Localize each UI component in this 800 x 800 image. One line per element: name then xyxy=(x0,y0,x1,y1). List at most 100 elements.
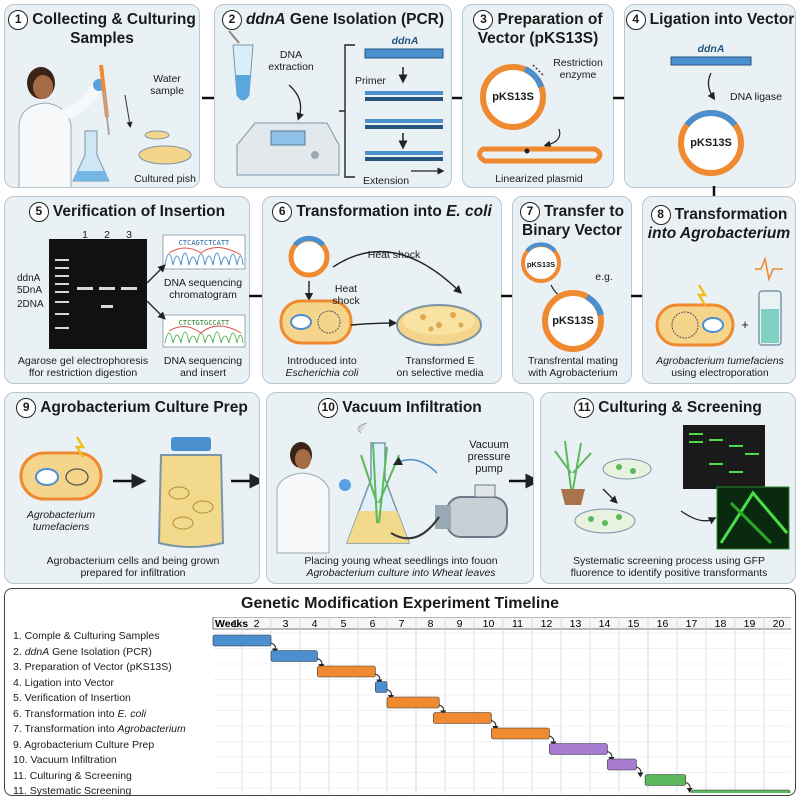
scientist-pipetting-illustration xyxy=(18,64,192,187)
label-intro-a: Introduced into xyxy=(287,355,357,367)
label-extraction: extraction xyxy=(268,61,314,73)
label-cap-b-9: prepared for infiltration xyxy=(80,567,186,579)
timeline-task-label: 5. Verification of Insertion xyxy=(13,692,131,704)
label-cap-b-10: Agrobacterium culture into Wheat leaves xyxy=(306,567,496,579)
label-pks13s: pKS13S xyxy=(492,91,534,103)
week-tick-label: 8 xyxy=(428,618,434,630)
band-ddna: ddnA xyxy=(17,273,41,284)
timeline-task-label: 7. Transformation into Agrobacterium xyxy=(13,723,186,735)
label-trans-a: Transformed E xyxy=(405,355,475,367)
label-chrom-b: chromatogram xyxy=(169,289,237,301)
label-eg: e.g. xyxy=(595,271,613,283)
gantt-arrowhead xyxy=(637,772,644,778)
week-tick-label: 11 xyxy=(512,618,523,630)
label-agro-a: Agrobacterium tumefaciens xyxy=(656,355,784,367)
gantt-bar xyxy=(317,665,376,678)
label-cap-a-11: Systematic screening process using GFP xyxy=(573,555,765,567)
timeline-task-label: 10. Vacuum Infiltration xyxy=(13,754,117,766)
timeline-task-label: 9. Agrobacterium Culture Prep xyxy=(13,738,155,751)
lane-2: 2 xyxy=(104,229,110,241)
lane-3: 3 xyxy=(126,229,132,241)
label-gel-a: Agarose gel electrophoresis xyxy=(17,355,149,367)
label-agro-b-9: tumefaciens xyxy=(32,521,90,533)
label-chrom-a: DNA sequencing xyxy=(163,277,243,289)
lane-1: 1 xyxy=(82,229,88,241)
gantt-bar xyxy=(375,681,388,693)
week-tick-label: 19 xyxy=(744,618,756,630)
label-ddna-gene: ddnA xyxy=(391,35,419,47)
label-shock: shock xyxy=(332,295,360,307)
label-binary-plasmid: pKS13S xyxy=(552,315,594,327)
label-gel-b: ffor restriction digestion xyxy=(28,367,138,379)
week-tick-label: 15 xyxy=(628,618,640,630)
gantt-bar xyxy=(270,650,318,662)
timeline-title: Genetic Modification Experiment Timeline xyxy=(241,595,559,612)
ligation-illustration xyxy=(670,56,752,176)
label-heat: Heat xyxy=(334,283,358,295)
week-tick-label: 20 xyxy=(773,618,785,630)
gel-and-chromatogram-illustration xyxy=(49,234,246,349)
week-tick-label: 5 xyxy=(341,618,347,630)
label-intro-b: Escherichia coli xyxy=(285,367,359,379)
week-tick-label: 13 xyxy=(570,618,582,630)
gantt-bar xyxy=(433,712,492,724)
label-dna: DNA xyxy=(279,49,303,61)
week-tick-label: 17 xyxy=(686,618,698,630)
label-cultured-dish: Cultured pish xyxy=(134,173,196,185)
pcr-illustration xyxy=(228,30,445,178)
label-vac-a: Vacuum xyxy=(469,439,509,451)
label-trans-b: on selective media xyxy=(396,367,484,379)
week-tick-label: 4 xyxy=(312,618,318,630)
week-tick-label: 2 xyxy=(254,618,260,630)
timeline-task-label: 11. Culturing & Screening xyxy=(13,769,132,782)
band-2dna: 2DNA xyxy=(17,299,44,310)
gantt-bar xyxy=(549,743,608,755)
label-mate-b: with Agrobacterium xyxy=(528,367,618,379)
week-tick-label: 6 xyxy=(370,618,376,630)
label-cap-a-9: Agrobacterium cells and being grown xyxy=(46,555,220,567)
band-5dna: 5DnA xyxy=(17,285,43,296)
label-extension: Extension xyxy=(363,175,410,187)
timeline-task-label: 1. Comple & Culturing Samples xyxy=(13,630,160,642)
label-dna-ligase: DNA ligase xyxy=(730,91,782,103)
label-primer: Primer xyxy=(355,75,386,87)
week-tick-label: 1 xyxy=(232,618,238,630)
timeline-task-label: 4. Ligation into Vector xyxy=(13,676,114,689)
vector-plasmid-illustration xyxy=(477,64,603,164)
agrobacterium-transformation-illustration xyxy=(655,256,783,347)
gantt-bar xyxy=(691,789,791,793)
vacuum-infiltration-illustration xyxy=(276,422,533,554)
culture-prep-illustration xyxy=(19,436,259,548)
week-tick-label: 16 xyxy=(657,618,669,630)
label-ins-b: and insert xyxy=(179,367,227,379)
week-tick-label: 12 xyxy=(541,618,553,630)
binary-vector-illustration xyxy=(521,242,604,352)
label-cap-a-10: Placing young wheat seedlings into fouon xyxy=(304,555,498,567)
label-mate-a: Transfrental mating xyxy=(527,355,619,367)
label-water: Water xyxy=(153,73,181,85)
label-ins-a: DNA sequencing xyxy=(163,355,243,367)
gantt-bar xyxy=(212,634,272,647)
label-small-plasmid: pKS13S xyxy=(526,260,556,269)
gantt-bar xyxy=(386,696,440,709)
label-ddna: ddnA xyxy=(697,43,725,55)
label-vac-c: pump xyxy=(475,463,503,475)
